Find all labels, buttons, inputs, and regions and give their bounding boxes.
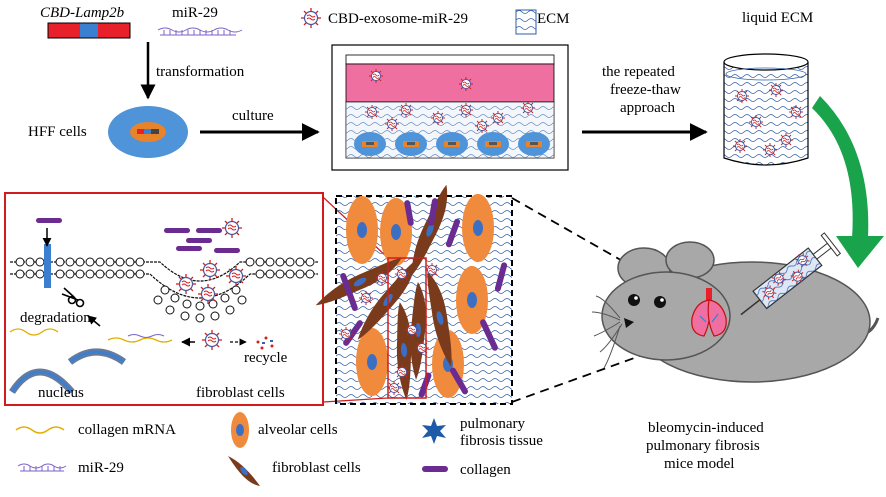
green-curved-arrow xyxy=(812,96,884,268)
liquid-ecm-beaker xyxy=(723,53,809,166)
legend-alveolar-swatch xyxy=(231,412,249,448)
legend-pulmonary-swatch xyxy=(422,418,446,444)
hff-cell xyxy=(108,106,188,158)
legend-fibroblast-swatch xyxy=(228,456,260,486)
culture-dish xyxy=(331,44,569,171)
tissue-connector-bottom xyxy=(511,329,713,403)
degradation-label: degradation xyxy=(20,310,91,326)
legend-collagen-swatch xyxy=(422,466,448,472)
mouse-caption-line3: mice model xyxy=(664,456,734,472)
exosome-legend-label: CBD-exosome-miR-29 xyxy=(328,11,468,27)
gene-label: CBD-Lamp2b xyxy=(40,5,125,21)
legend-mir-swatch xyxy=(17,463,67,472)
legend-pulmonary-label-1: pulmonary xyxy=(460,416,525,432)
tissue-panel xyxy=(312,182,513,405)
mouse-caption-line1: bleomycin-induced xyxy=(648,420,764,436)
freeze-line2: freeze-thaw xyxy=(610,82,681,98)
recycle-label: recycle xyxy=(244,350,288,366)
mir-strand-top xyxy=(157,27,243,36)
nucleus-label: nucleus xyxy=(38,385,84,401)
legend-mir-label: miR-29 xyxy=(78,460,124,476)
legend xyxy=(15,412,448,486)
legend-mrna-label: collagen mRNA xyxy=(78,422,176,438)
gene-construct xyxy=(47,22,131,39)
transformation-label: transformation xyxy=(156,64,245,80)
liquid-ecm-label: liquid ECM xyxy=(742,10,813,26)
freeze-line3: approach xyxy=(620,100,675,116)
ecm-legend-swatch xyxy=(515,9,537,35)
legend-pulmonary-label-2: fibrosis tissue xyxy=(460,433,543,449)
legend-collagen-label: collagen xyxy=(460,462,511,478)
tissue-connector-top xyxy=(511,197,713,313)
culture-label: culture xyxy=(232,108,274,124)
legend-alveolar-label: alveolar cells xyxy=(258,422,338,438)
inset-panel xyxy=(4,192,324,406)
freeze-line1: the repeated xyxy=(602,64,675,80)
legend-fibroblast-label: fibroblast cells xyxy=(272,460,361,476)
mouse-caption-line2: pulmonary fibrosis xyxy=(646,438,760,454)
ecm-legend-label: ECM xyxy=(537,11,570,27)
mouse-model xyxy=(591,232,880,383)
exosome-legend-icon xyxy=(300,7,322,29)
mir-label: miR-29 xyxy=(172,5,218,21)
fibroblast-inset-label: fibroblast cells xyxy=(196,385,285,401)
legend-mrna-swatch xyxy=(15,426,65,434)
hff-label: HFF cells xyxy=(28,124,87,140)
